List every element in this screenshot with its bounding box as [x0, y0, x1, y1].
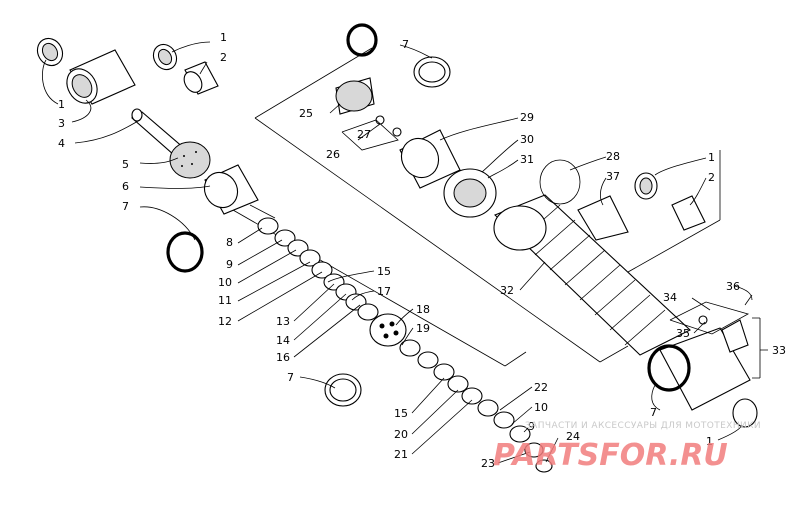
shim-stack-lower [399, 339, 553, 473]
callout-1-top-center: 1 [220, 31, 227, 44]
seal-1-top-left [36, 37, 64, 67]
callout-14: 14 [276, 334, 290, 347]
shim-stack [257, 217, 379, 321]
body-reservoir-33 [647, 327, 758, 428]
callout-29: 29 [520, 111, 534, 124]
callout-15-lower: 15 [394, 407, 408, 420]
callout-19: 19 [416, 322, 430, 335]
ring-28 [539, 159, 581, 205]
piston-cup-29 [399, 129, 461, 189]
callout-34: 34 [663, 291, 677, 304]
reservoir-cap-25 [335, 77, 375, 115]
callout-7-top: 7 [402, 38, 409, 51]
callout-7-lower: 7 [287, 371, 294, 384]
callout-16: 16 [276, 351, 290, 364]
bushing-3 [66, 49, 136, 105]
band-7-top [413, 56, 451, 88]
sleeve-2-top [183, 61, 219, 95]
callout-36: 36 [726, 280, 740, 293]
clip-37 [577, 195, 629, 241]
callout-24: 24 [566, 430, 580, 443]
callout-35: 35 [676, 327, 690, 340]
seal-head-6 [203, 164, 276, 219]
sleeve-2-right [671, 195, 706, 231]
callout-2-right: 2 [708, 171, 715, 184]
callout-8: 8 [226, 236, 233, 249]
callout-10-right: 10 [534, 401, 548, 414]
callout-labels: 1 2 1 3 4 5 6 7 8 9 10 11 12 13 14 16 15… [58, 31, 786, 470]
piston-16 [369, 313, 407, 347]
callout-15-upper: 15 [377, 265, 391, 278]
seal-1-right [634, 172, 658, 200]
callout-28: 28 [606, 150, 620, 163]
watermark-logo: PARTSFOR.RU [493, 438, 728, 473]
callout-33: 33 [772, 344, 786, 357]
wear-band-7-lower [324, 373, 362, 407]
callout-9-right: 9 [528, 420, 535, 433]
callout-1-bottom: 1 [706, 435, 713, 448]
callout-13: 13 [276, 315, 290, 328]
callout-12: 12 [218, 315, 232, 328]
o-ring-7-left [166, 231, 204, 273]
bumper-5 [169, 141, 211, 179]
callout-32: 32 [500, 284, 514, 297]
callout-2-top: 2 [220, 51, 227, 64]
callout-7-right: 7 [650, 406, 657, 419]
callout-17: 17 [377, 285, 391, 298]
callout-4: 4 [58, 137, 65, 150]
o-ring-7-top [346, 23, 378, 57]
callout-37: 37 [606, 170, 620, 183]
adjuster-ring-30-31 [443, 168, 497, 218]
callout-21: 21 [394, 448, 408, 461]
callout-23: 23 [481, 457, 495, 470]
callout-20: 20 [394, 428, 408, 441]
callout-26: 26 [326, 148, 340, 161]
callout-10-left: 10 [218, 276, 232, 289]
callout-22: 22 [534, 381, 548, 394]
callout-5: 5 [122, 158, 129, 171]
callout-9-left: 9 [226, 258, 233, 271]
callout-1-right: 1 [708, 151, 715, 164]
watermark-tagline: ЗАПЧАСТИ И АКСЕССУАРЫ ДЛЯ МОТОТЕХНИКИ [525, 421, 761, 431]
callout-6: 6 [122, 180, 129, 193]
callout-30: 30 [520, 133, 534, 146]
callout-3: 3 [58, 117, 65, 130]
seal-1-top-center [152, 43, 178, 71]
callout-27: 27 [357, 128, 371, 141]
callout-11: 11 [218, 294, 232, 307]
watermark: ЗАПЧАСТИ И АКСЕССУАРЫ ДЛЯ МОТОТЕХНИКИ PA… [493, 421, 761, 473]
callout-7-left: 7 [122, 200, 129, 213]
callout-31: 31 [520, 153, 534, 166]
callout-1-top-left: 1 [58, 98, 65, 111]
callout-18: 18 [416, 303, 430, 316]
valve-26-27 [341, 115, 402, 151]
leader-lines [42, 41, 768, 464]
callout-25: 25 [299, 107, 313, 120]
spring-32 [493, 194, 691, 356]
